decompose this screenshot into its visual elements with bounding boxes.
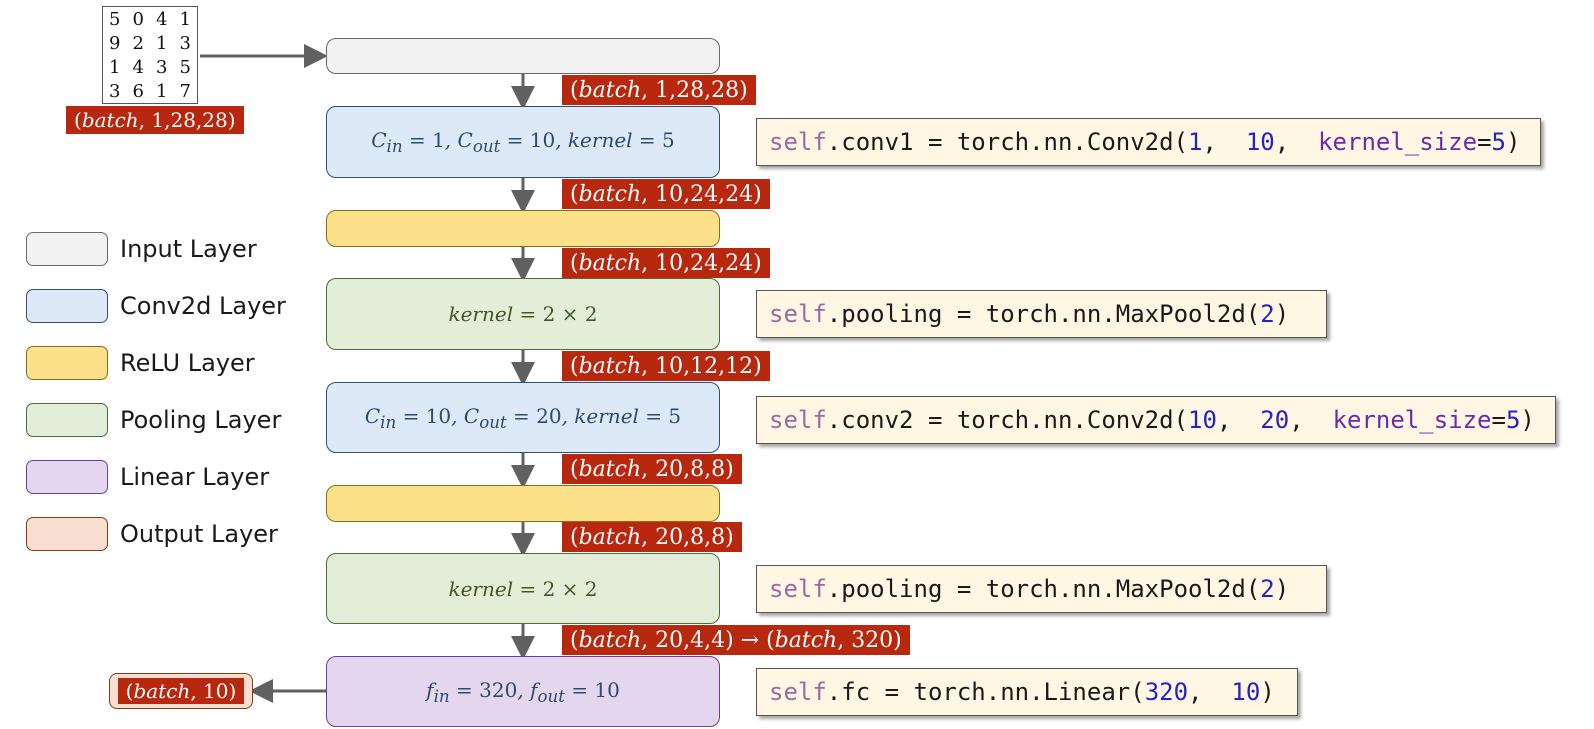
legend-swatch [26,460,108,494]
legend-swatch [26,403,108,437]
mnist-digits-image: 5 0 4 1 9 2 1 3 1 4 3 5 3 6 1 7 [102,6,198,104]
legend-item-output: Output Layer [26,517,286,551]
fc-params: fin = 320, fout = 10 [426,677,620,706]
code-conv2: self.conv2 = torch.nn.Conv2d(10, 20, ker… [756,396,1556,444]
shape-label-6: (batch, 20,8,8) [562,522,742,552]
shape-dims: , 1,28,28) [138,108,236,132]
digit: 3 [109,80,121,102]
pool1-params: kernel = 2 × 2 [448,302,598,326]
legend-label: Output Layer [120,520,278,548]
legend-item-pooling: Pooling Layer [26,403,286,437]
legend-item-conv2d: Conv2d Layer [26,289,286,323]
pool2-params: kernel = 2 × 2 [448,576,598,601]
output-layer-box: (batch, 10) [109,673,253,709]
pool1-layer-box: kernel = 2 × 2 [326,278,720,350]
legend-swatch [26,289,108,323]
fc-layer-box: fin = 320, fout = 10 [326,656,720,727]
shape-label-7: (batch, 20,4,4) → (batch, 320) [562,625,910,655]
digit: 3 [179,32,191,54]
digit: 5 [109,8,121,30]
legend-swatch [26,232,108,266]
legend-item-linear: Linear Layer [26,460,286,494]
digit: 7 [179,80,191,102]
digit: 1 [156,80,168,102]
legend: Input Layer Conv2d Layer ReLU Layer Pool… [26,232,286,551]
digit: 3 [156,56,168,78]
legend-label: ReLU Layer [120,349,255,377]
legend-swatch [26,517,108,551]
conv2-layer-box: Cin = 10, Cout = 20, kernel = 5 [326,382,720,453]
relu2-layer-box [326,485,720,522]
legend-swatch [26,346,108,380]
digit: 1 [109,56,121,78]
legend-item-relu: ReLU Layer [26,346,286,380]
shape-label-2: (batch, 10,24,24) [562,179,770,209]
input-layer-box [326,38,720,74]
shape-label-4: (batch, 10,12,12) [562,351,770,381]
legend-label: Linear Layer [120,463,270,491]
shape-label-1: (batch, 1,28,28) [562,75,756,105]
code-fc: self.fc = torch.nn.Linear(320, 10) [756,668,1298,716]
conv2-params: Cin = 10, Cout = 20, kernel = 5 [364,403,682,432]
digit: 2 [132,32,144,54]
code-conv1: self.conv1 = torch.nn.Conv2d(1, 10, kern… [756,118,1541,166]
conv1-params: Cin = 1, Cout = 10, kernel = 5 [371,128,675,156]
output-shape-label: (batch, 10) [117,678,245,704]
legend-item-input: Input Layer [26,232,286,266]
pool2-layer-box: kernel = 2 × 2 [326,553,720,624]
digit: 0 [132,8,144,30]
digit: 6 [132,80,144,102]
digit: 5 [179,56,191,78]
digit: 1 [156,32,168,54]
batch-var: batch [81,108,139,132]
conv1-layer-box: Cin = 1, Cout = 10, kernel = 5 [326,106,720,178]
code-pool2: self.pooling = torch.nn.MaxPool2d(2) [756,565,1327,613]
legend-label: Pooling Layer [120,406,282,434]
relu1-layer-box [326,210,720,247]
code-pool1: self.pooling = torch.nn.MaxPool2d(2) [756,290,1327,338]
digit: 4 [156,8,168,30]
shape-label-5: (batch, 20,8,8) [562,454,742,484]
digit: 1 [179,8,191,30]
shape-label-3: (batch, 10,24,24) [562,248,770,278]
digit: 4 [132,56,144,78]
digit: 9 [109,32,121,54]
input-shape-label: (batch, 1,28,28) [66,106,244,134]
legend-label: Input Layer [120,235,257,263]
legend-label: Conv2d Layer [120,292,286,320]
